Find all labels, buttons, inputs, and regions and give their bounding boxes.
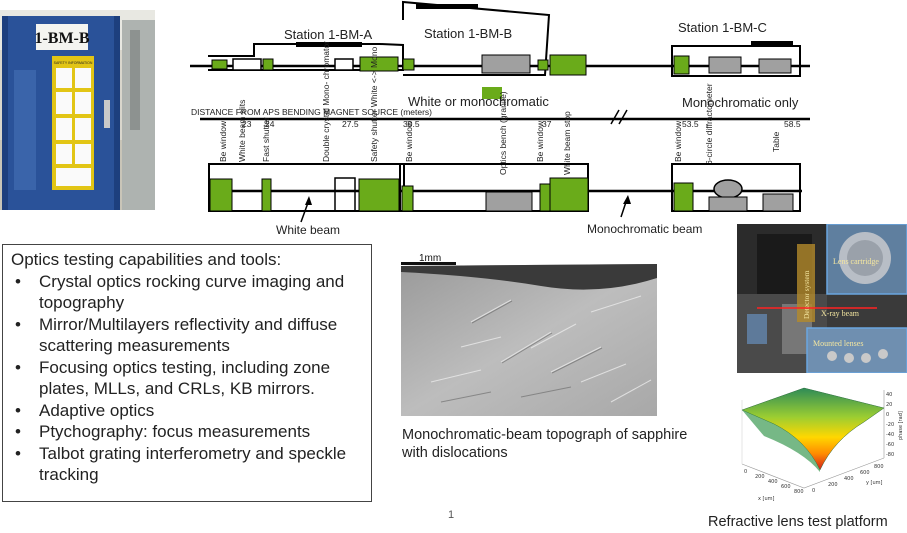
z-axis-label: phase [rad] (898, 411, 904, 440)
station-label-a: Station 1-BM-A (284, 27, 372, 42)
x-axis-label: x [um] (758, 496, 775, 502)
z-tick-m20: -20 (886, 422, 894, 428)
xray-beam-label: X-ray beam (821, 309, 860, 318)
y-tick-400: 400 (844, 476, 854, 482)
x-tick-800: 800 (794, 489, 804, 495)
component-be-window-4: Be window (673, 120, 683, 162)
door-sign-text: 1-BM-B (34, 30, 89, 47)
phase-surface-plot: 40 20 0 -20 -40 -60 -80 phase [rad] 0 20… (734, 380, 907, 510)
topograph-caption: Monochromatic-beam topograph of sapphire… (402, 427, 688, 461)
x-tick-0: 0 (744, 469, 747, 475)
list-item: Talbot grating interferometry and speckl… (11, 443, 363, 486)
distance-24: 24 (265, 119, 275, 129)
list-item: Mirror/Multilayers reflectivity and diff… (11, 314, 363, 357)
white-or-mono-label: White or monochromatic (408, 94, 549, 109)
y-tick-800: 800 (874, 464, 884, 470)
white-beam-label: White beam (276, 223, 340, 237)
y-axis-label: y [um] (866, 480, 883, 486)
lens-platform-photo: Lens cartridge Detector system X-ray bea… (737, 223, 907, 374)
scale-bar-label: 1mm (419, 253, 441, 264)
distance-23: 23 (242, 119, 252, 129)
component-white-beam-stop: White beam stop (562, 111, 572, 175)
station-label-c: Station 1-BM-C (678, 20, 767, 35)
component-fast-shutter: Fast shutter (261, 117, 271, 162)
list-item: Crystal optics rocking curve imaging and… (11, 271, 363, 314)
x-tick-200: 200 (755, 474, 765, 480)
capabilities-box: Optics testing capabilities and tools: C… (2, 244, 372, 502)
mono-only-label: Monochromatic only (682, 95, 799, 110)
z-tick-m60: -60 (886, 442, 894, 448)
distance-title: DISTANCE FROM APS BENDING MAGNET SOURCE … (191, 107, 432, 117)
list-item: Focusing optics testing, including zone … (11, 357, 363, 400)
slide-number: 1 (448, 509, 455, 521)
y-tick-600: 600 (860, 470, 870, 476)
component-safety-shutter: Safety shutter White <-> Mono (369, 46, 379, 162)
z-tick-20: 20 (886, 402, 892, 408)
component-white-beam-slits: White beam slits (237, 100, 247, 162)
door-label-text: SAFETY INFORMATION (54, 61, 93, 65)
list-item: Ptychography: focus measurements (11, 421, 363, 443)
component-be-window-3: Be window (535, 120, 545, 162)
topograph-image: 1mm (401, 252, 657, 416)
y-tick-0: 0 (812, 488, 815, 494)
distance-53-5: 53.5 (682, 119, 699, 129)
mono-beam-label: Monochromatic beam (587, 222, 702, 236)
station-label-b: Station 1-BM-B (424, 26, 512, 41)
z-tick-m40: -40 (886, 432, 894, 438)
z-tick-40: 40 (886, 392, 892, 398)
lens-platform-caption: Refractive lens test platform (708, 514, 888, 530)
distance-27-5: 27.5 (342, 119, 359, 129)
beamline-door-photo: 1-BM-B SAFETY INFORMATION (0, 10, 155, 210)
list-item: Adaptive optics (11, 400, 363, 422)
capabilities-heading: Optics testing capabilities and tools: (11, 250, 282, 269)
component-be-window-2: Be window (404, 120, 414, 162)
distance-30-5: 30.5 (403, 119, 420, 129)
y-tick-200: 200 (828, 482, 838, 488)
component-table: Table (771, 131, 781, 152)
beamline-schematic: Station 1-BM-A Station 1-BM-B Station 1-… (185, 0, 810, 240)
component-diffractometer: 6-circle diffractometer (704, 83, 714, 165)
z-tick-m80: -80 (886, 452, 894, 458)
capabilities-list: Crystal optics rocking curve imaging and… (11, 271, 363, 486)
x-tick-400: 400 (768, 479, 778, 485)
component-mono: Double crystal Mono- chromator (321, 41, 331, 162)
lens-cartridge-label: Lens cartridge (833, 257, 879, 266)
component-optics-bench: Optics bench (granite) (498, 91, 508, 175)
component-be-window-1: Be window (218, 120, 228, 162)
z-tick-0: 0 (886, 412, 889, 418)
x-tick-600: 600 (781, 484, 791, 490)
detector-system-label: Detector system (802, 270, 811, 319)
mounted-lenses-label: Mounted lenses (813, 339, 863, 348)
distance-58-5: 58.5 (784, 119, 801, 129)
distance-37: 37 (542, 119, 552, 129)
